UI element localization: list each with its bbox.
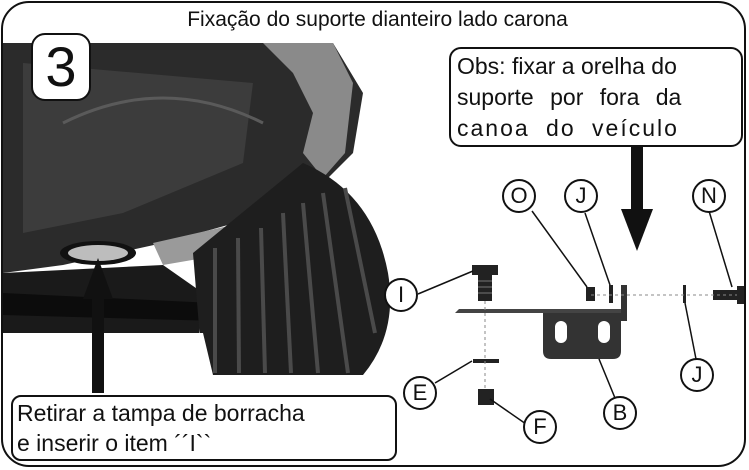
mounting-note-line-2: suporte por fora da (457, 84, 682, 110)
bracket-b-part (455, 285, 627, 359)
callout-o: O (502, 179, 536, 213)
instruction-line-1: Retirar a tampa de borracha (17, 400, 305, 426)
callout-f: F (523, 410, 557, 444)
ear-indicator-arrow (631, 147, 643, 215)
washer-e-part (473, 359, 499, 363)
washer-j-part (609, 285, 613, 303)
washer-j-right-part (683, 285, 686, 303)
nut-f-part (478, 389, 494, 405)
diagram-title: Fixação do suporte dianteiro lado carona (187, 8, 568, 31)
callout-n: N (692, 179, 726, 213)
bracket-exploded-view (417, 147, 744, 425)
mounting-note-line-1: Obs: fixar a orelha do (457, 53, 677, 79)
bolt-i-part (472, 265, 498, 301)
callout-e: E (403, 376, 437, 410)
callout-j-right: J (680, 358, 714, 392)
callout-j-top: J (564, 179, 598, 213)
mounting-note-line-3: canoa do veículo (457, 115, 679, 141)
callout-b: B (603, 396, 637, 430)
callout-i: I (384, 278, 418, 312)
instruction-line-2: e inserir o item ´´I`` (17, 430, 212, 456)
instruction-note: Retirar a tampa de borracha e inserir o … (11, 395, 397, 461)
vehicle-photo (3, 37, 443, 393)
step-number-badge: 3 (31, 33, 91, 101)
mounting-note: Obs: fixar a orelha do suporte por fora … (449, 47, 743, 147)
nut-o-part (586, 287, 595, 301)
